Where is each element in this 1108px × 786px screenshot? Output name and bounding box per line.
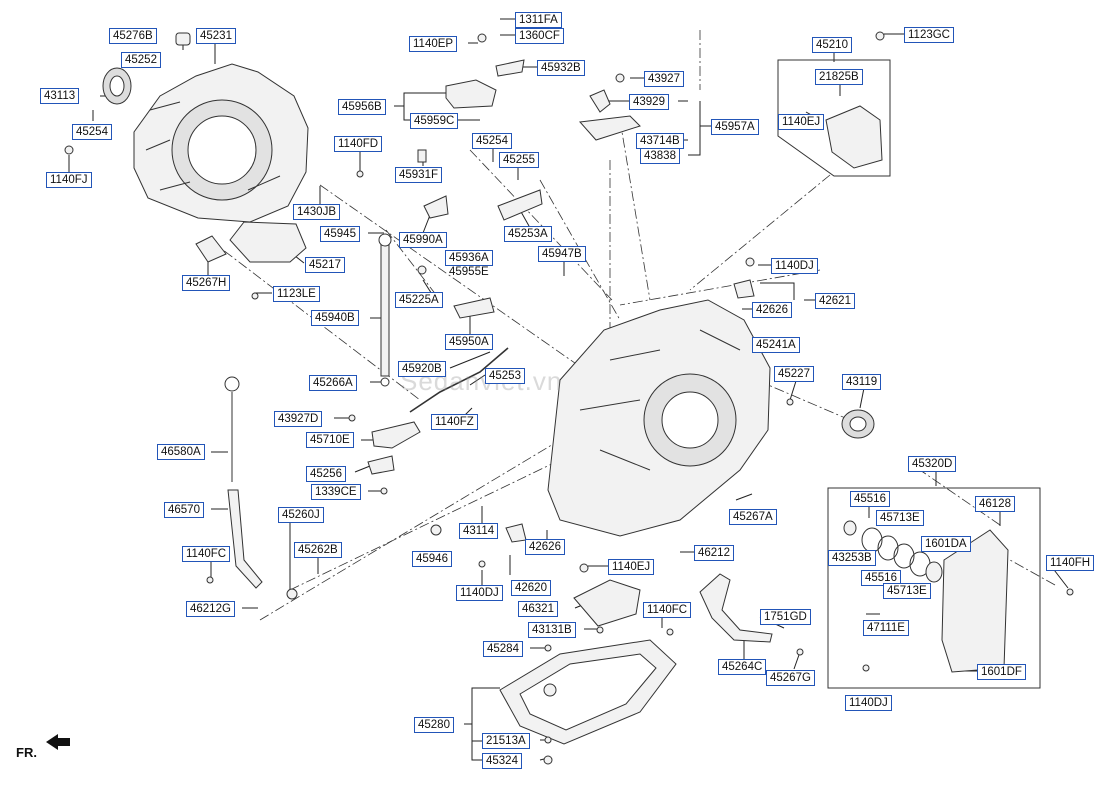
part-label-46321[interactable]: 46321 bbox=[518, 601, 558, 617]
part-label-1140DJ[interactable]: 1140DJ bbox=[771, 258, 818, 274]
part-label-45217[interactable]: 45217 bbox=[305, 257, 345, 273]
part-label-45262B[interactable]: 45262B bbox=[294, 542, 342, 558]
part-label-45959C[interactable]: 45959C bbox=[410, 113, 459, 129]
part-label-1140FC[interactable]: 1140FC bbox=[182, 546, 231, 562]
part-label-45267H[interactable]: 45267H bbox=[182, 275, 231, 291]
part-label-46128[interactable]: 46128 bbox=[975, 496, 1015, 512]
part-label-45950A[interactable]: 45950A bbox=[445, 334, 493, 350]
part-label-45255[interactable]: 45255 bbox=[499, 152, 539, 168]
part-label-45267G[interactable]: 45267G bbox=[766, 670, 815, 686]
part-label-42621[interactable]: 42621 bbox=[815, 293, 855, 309]
part-label-45252[interactable]: 45252 bbox=[121, 52, 161, 68]
part-label-45931F[interactable]: 45931F bbox=[395, 167, 443, 183]
part-label-1430JB[interactable]: 1430JB bbox=[293, 204, 341, 220]
part-label-42626[interactable]: 42626 bbox=[752, 302, 792, 318]
part-label-46580A[interactable]: 46580A bbox=[157, 444, 205, 460]
part-label-45713E[interactable]: 45713E bbox=[876, 510, 924, 526]
part-label-43714B[interactable]: 43714B bbox=[636, 133, 684, 149]
part-label-1140DJ-b[interactable]: 1140DJ bbox=[456, 585, 503, 601]
part-label-1140EJ[interactable]: 1140EJ bbox=[778, 114, 825, 130]
part-label-45253[interactable]: 45253 bbox=[485, 368, 525, 384]
part-label-46212[interactable]: 46212 bbox=[694, 545, 734, 561]
part-label-1140FC-b[interactable]: 1140FC bbox=[643, 602, 692, 618]
part-label-45936A[interactable]: 45936A bbox=[445, 250, 493, 266]
part-label-46212G[interactable]: 46212G bbox=[186, 601, 235, 617]
part-label-1140EJ-b[interactable]: 1140EJ bbox=[608, 559, 655, 575]
part-label-45254-b[interactable]: 45254 bbox=[472, 133, 512, 149]
part-label-21825B[interactable]: 21825B bbox=[815, 69, 863, 85]
part-label-1140EP[interactable]: 1140EP bbox=[409, 36, 458, 52]
part-label-45710E[interactable]: 45710E bbox=[306, 432, 354, 448]
part-label-45264C[interactable]: 45264C bbox=[718, 659, 767, 675]
part-label-45266A[interactable]: 45266A bbox=[309, 375, 357, 391]
part-label-47111E[interactable]: 47111E bbox=[863, 620, 909, 636]
part-label-45241A[interactable]: 45241A bbox=[752, 337, 800, 353]
front-direction-label: FR. bbox=[16, 745, 37, 760]
part-label-1140FH[interactable]: 1140FH bbox=[1046, 555, 1095, 571]
part-label-45940B[interactable]: 45940B bbox=[311, 310, 359, 326]
part-label-45284[interactable]: 45284 bbox=[483, 641, 523, 657]
part-label-46570[interactable]: 46570 bbox=[164, 502, 204, 518]
part-label-1123GC[interactable]: 1123GC bbox=[904, 27, 954, 43]
part-label-45324[interactable]: 45324 bbox=[482, 753, 522, 769]
part-label-45225A[interactable]: 45225A bbox=[395, 292, 443, 308]
part-label-45947B[interactable]: 45947B bbox=[538, 246, 586, 262]
part-label-45946[interactable]: 45946 bbox=[412, 551, 452, 567]
part-label-1751GD[interactable]: 1751GD bbox=[760, 609, 811, 625]
part-label-45516[interactable]: 45516 bbox=[850, 491, 890, 507]
part-label-45276B[interactable]: 45276B bbox=[109, 28, 157, 44]
part-label-43253B[interactable]: 43253B bbox=[828, 550, 876, 566]
part-label-45713E-b[interactable]: 45713E bbox=[883, 583, 931, 599]
part-label-45260J[interactable]: 45260J bbox=[278, 507, 324, 523]
part-label-45210[interactable]: 45210 bbox=[812, 37, 852, 53]
part-label-43927D[interactable]: 43927D bbox=[274, 411, 323, 427]
part-label-45231[interactable]: 45231 bbox=[196, 28, 236, 44]
part-label-45254[interactable]: 45254 bbox=[72, 124, 112, 140]
part-label-45280[interactable]: 45280 bbox=[414, 717, 454, 733]
part-label-43119[interactable]: 43119 bbox=[842, 374, 882, 390]
part-label-45956B[interactable]: 45956B bbox=[338, 99, 386, 115]
part-label-45256[interactable]: 45256 bbox=[306, 466, 346, 482]
part-label-43838[interactable]: 43838 bbox=[640, 148, 680, 164]
part-label-1140FD[interactable]: 1140FD bbox=[334, 136, 383, 152]
part-label-45516-b[interactable]: 45516 bbox=[861, 570, 901, 586]
part-label-1601DA[interactable]: 1601DA bbox=[921, 536, 971, 552]
part-label-21513A[interactable]: 21513A bbox=[482, 733, 530, 749]
part-label-1311FA[interactable]: 1311FA bbox=[515, 12, 562, 28]
part-label-42626-b[interactable]: 42626 bbox=[525, 539, 565, 555]
part-label-43929[interactable]: 43929 bbox=[629, 94, 669, 110]
part-label-45955E: 45955E bbox=[449, 266, 489, 278]
part-label-45920B[interactable]: 45920B bbox=[398, 361, 446, 377]
part-label-1140FZ[interactable]: 1140FZ bbox=[431, 414, 478, 430]
part-label-45267A[interactable]: 45267A bbox=[729, 509, 777, 525]
part-label-1339CE[interactable]: 1339CE bbox=[311, 484, 361, 500]
part-label-1360CF[interactable]: 1360CF bbox=[515, 28, 564, 44]
part-label-45227[interactable]: 45227 bbox=[774, 366, 814, 382]
part-label-1601DF[interactable]: 1601DF bbox=[977, 664, 1026, 680]
part-label-1140FJ[interactable]: 1140FJ bbox=[46, 172, 92, 188]
part-label-43131B[interactable]: 43131B bbox=[528, 622, 576, 638]
part-label-45253A[interactable]: 45253A bbox=[504, 226, 552, 242]
part-label-45957A[interactable]: 45957A bbox=[711, 119, 759, 135]
part-label-1123LE[interactable]: 1123LE bbox=[273, 286, 320, 302]
part-label-42620[interactable]: 42620 bbox=[511, 580, 551, 596]
part-label-43114[interactable]: 43114 bbox=[459, 523, 499, 539]
part-label-45945[interactable]: 45945 bbox=[320, 226, 360, 242]
part-label-43927[interactable]: 43927 bbox=[644, 71, 684, 87]
part-label-43113[interactable]: 43113 bbox=[40, 88, 80, 104]
part-label-1140DJ-c[interactable]: 1140DJ bbox=[845, 695, 892, 711]
part-label-45932B[interactable]: 45932B bbox=[537, 60, 585, 76]
part-label-45990A[interactable]: 45990A bbox=[399, 232, 447, 248]
front-arrow-icon bbox=[46, 734, 70, 750]
part-label-45320D[interactable]: 45320D bbox=[908, 456, 957, 472]
